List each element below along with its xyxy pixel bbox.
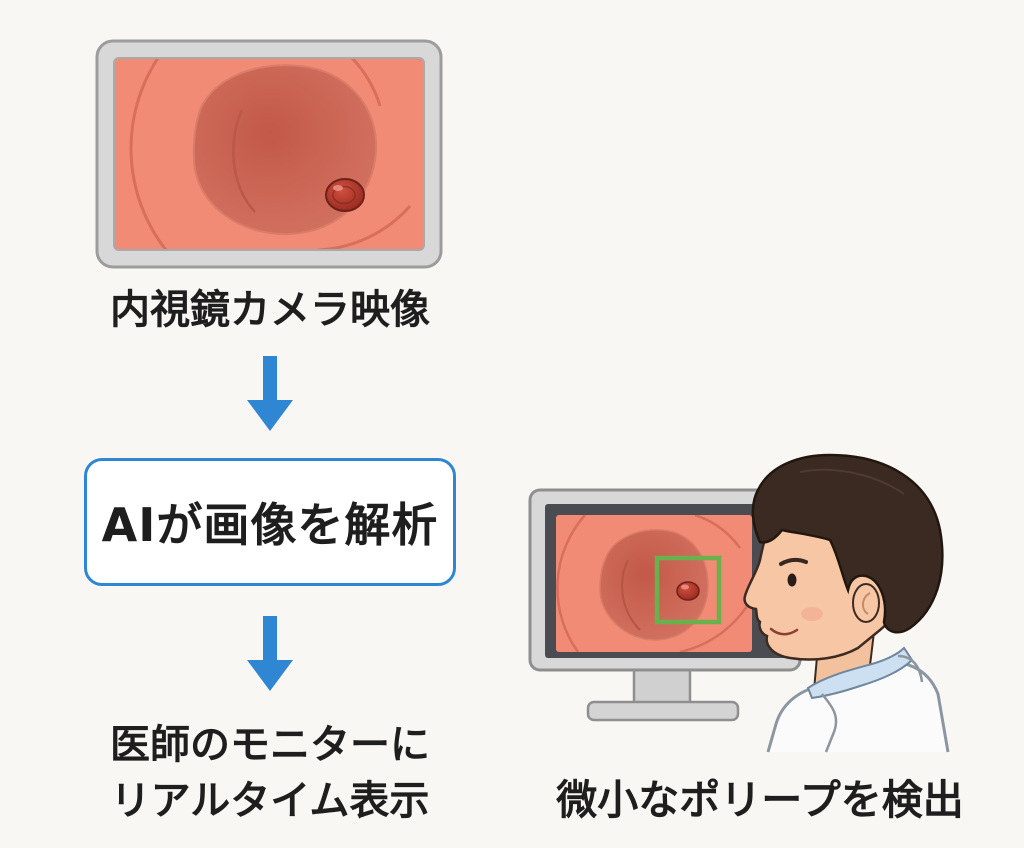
doctor-icon <box>743 453 950 753</box>
monitor-stand-neck <box>632 664 692 706</box>
polyp-detection-caption: 微小なポリープを検出 <box>556 776 964 824</box>
arrow-down-icon <box>247 356 293 431</box>
mucosal-fold-arc <box>317 205 412 250</box>
hair <box>751 453 944 634</box>
eye <box>787 573 797 587</box>
doctor-monitor <box>528 488 802 722</box>
monitor-stand-base <box>586 700 740 722</box>
smile <box>769 627 799 636</box>
arrow-head <box>247 660 293 691</box>
live-endoscope-view <box>556 515 752 652</box>
ai-analysis-label: AIが画像を解析 <box>101 498 439 552</box>
arrow-down-icon <box>247 616 293 691</box>
polyp-body <box>325 178 365 212</box>
camera-feed-label: 内視鏡カメラ映像 <box>110 287 430 333</box>
realtime-display-line-2: リアルタイム表示 <box>110 778 430 824</box>
lumen-fold-line <box>621 559 641 631</box>
polyp <box>325 178 365 212</box>
mucosal-fold-arc <box>694 515 742 549</box>
ear-inner <box>862 592 871 615</box>
hair-strand <box>799 468 905 495</box>
ear <box>852 583 880 623</box>
eyebrow <box>779 557 808 566</box>
polyp-highlight <box>681 584 689 590</box>
polyp <box>676 581 700 601</box>
arrow-shaft <box>263 616 277 664</box>
realtime-display-line-1: 医師のモニターに <box>110 722 430 768</box>
screen-edge <box>113 57 425 251</box>
cheek <box>801 607 823 621</box>
arrow-shaft <box>263 356 277 404</box>
arrow-head <box>247 400 293 431</box>
mucosal-fold-arc <box>556 515 586 652</box>
lab-coat <box>768 662 948 752</box>
polyp-highlight <box>333 185 343 191</box>
coat-back-collar <box>897 654 924 683</box>
endoscope-view <box>114 58 424 250</box>
polyp-body <box>676 581 700 601</box>
lumen-fold-line <box>232 109 256 213</box>
endoscope-camera-monitor <box>95 39 443 269</box>
shirt-collar <box>806 646 914 700</box>
mucosal-fold-arc <box>129 58 168 250</box>
bounding-box-icon <box>654 555 722 625</box>
polyp-ring <box>332 185 356 205</box>
realtime-display-label: 医師のモニターに リアルタイム表示 <box>60 717 480 829</box>
mucosal-fold-arc <box>350 58 382 107</box>
coat-lapel <box>821 693 838 753</box>
ai-analysis-box: AIが画像を解析 <box>84 458 456 586</box>
